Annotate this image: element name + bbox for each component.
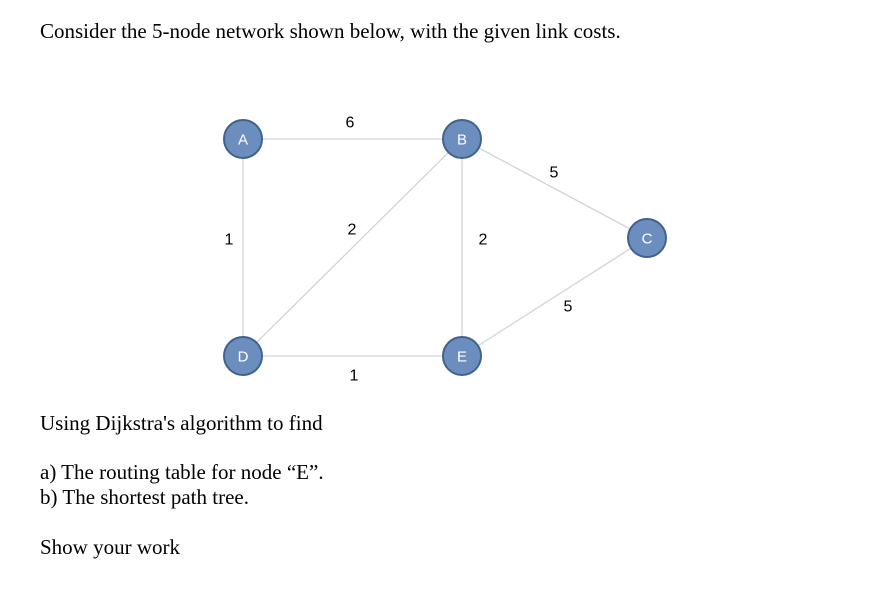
edge-d-b	[242, 138, 463, 357]
edge-label-group: 6 1 2 2 5 5 1	[225, 115, 573, 385]
node-label-e: E	[457, 349, 467, 366]
node-d: D	[223, 336, 263, 376]
problem-intro: Consider the 5-node network shown below,…	[40, 19, 621, 43]
node-label-c: C	[642, 231, 653, 248]
edge-cost-b-c: 5	[550, 165, 559, 182]
part-b: b) The shortest path tree.	[40, 485, 249, 509]
edge-e-c	[461, 237, 648, 357]
edge-cost-a-b: 6	[346, 115, 355, 132]
node-label-a: A	[238, 132, 248, 149]
node-circle	[223, 336, 263, 376]
node-circle	[223, 119, 263, 159]
node-circle	[442, 336, 482, 376]
node-circle	[627, 218, 667, 258]
node-a: A	[223, 119, 263, 159]
node-e: E	[442, 336, 482, 376]
node-label-b: B	[457, 132, 467, 149]
edge-cost-a-d: 1	[225, 232, 234, 249]
edge-b-c	[461, 138, 648, 239]
node-b: B	[442, 119, 482, 159]
edge-cost-d-b: 2	[348, 222, 357, 239]
node-circle	[442, 119, 482, 159]
edge-cost-b-e: 2	[479, 232, 488, 249]
edge-group	[242, 138, 648, 357]
edge-cost-e-c: 5	[564, 299, 573, 316]
task-statement: Using Dijkstra's algorithm to find	[40, 411, 323, 435]
closing-instruction: Show your work	[40, 535, 180, 559]
edge-cost-d-e: 1	[350, 368, 359, 385]
node-c: C	[627, 218, 667, 258]
node-group: A B C D E	[223, 119, 667, 376]
part-a: a) The routing table for node “E”.	[40, 460, 324, 484]
node-label-d: D	[238, 349, 249, 366]
